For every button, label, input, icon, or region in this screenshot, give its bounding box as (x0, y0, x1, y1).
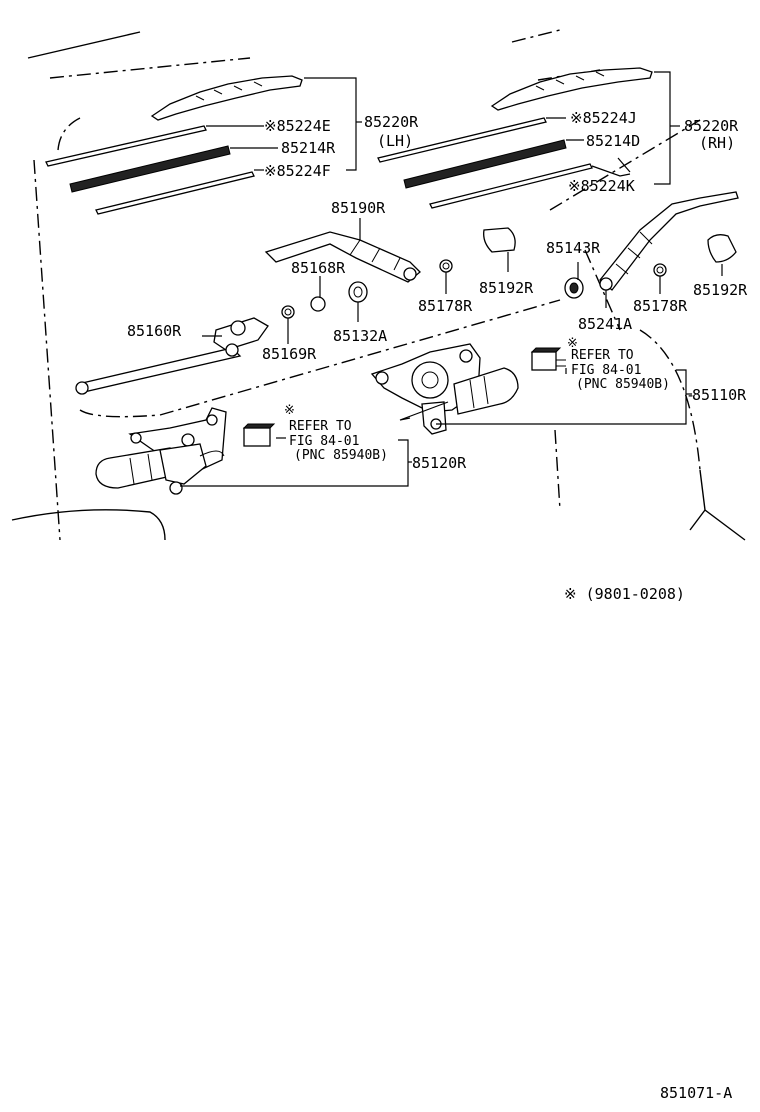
rh-wiper-arm (599, 191, 739, 291)
label-85224j: ※85224J (570, 109, 637, 127)
refer-note-lh-line3: (PNC 85940B) (294, 448, 388, 463)
label-85224e: ※85224E (264, 117, 331, 135)
label-85214d: 85214D (586, 132, 640, 150)
bushing-85132a (348, 281, 368, 303)
label-85241a: 85241A (578, 315, 632, 333)
svg-text:-: - (686, 386, 695, 404)
label-85190r: 85190R (331, 199, 386, 217)
label-85168r: 85168R (291, 259, 346, 277)
cap-85192r-left (483, 227, 516, 253)
label-85220r-lh: 85220R (364, 113, 419, 131)
label-85178r-left: 85178R (418, 297, 473, 315)
label-85132a: 85132A (333, 327, 387, 345)
part-number-labels: ※85224E 85214R ※85224F 85220R (LH) ※8522… (127, 109, 748, 472)
nut-85178r-left (439, 259, 453, 273)
lh-wiper-blade-assembly (45, 75, 303, 215)
label-85169r: 85169R (262, 345, 317, 363)
label-lh: (LH) (377, 132, 413, 150)
rh-motor-assembly (370, 343, 566, 435)
label-85192r-left: 85192R (479, 279, 534, 297)
refer-to-note-lh: ※ REFER TO FIG 84-01 (PNC 85940B) (284, 403, 388, 463)
cap-85192r-right (707, 234, 737, 263)
lh-motor-assembly (95, 407, 276, 495)
wiper-link-rod (75, 317, 269, 395)
label-85110r: 85110R (692, 386, 747, 404)
date-range-note: ※ (9801-0208) (564, 585, 685, 603)
nut-85169r (281, 305, 295, 319)
washer-85168r (310, 296, 326, 312)
label-85178r-right: 85178R (633, 297, 688, 315)
refer-note-rh-line3: (PNC 85940B) (576, 377, 670, 392)
label-85160r: 85160R (127, 322, 182, 340)
refer-note-lh-line1: REFER TO (289, 419, 352, 434)
refer-note-rh-line2: FIG 84-01 (571, 363, 641, 378)
nut-85178r-right (653, 263, 667, 277)
label-85224f: ※85224F (264, 162, 331, 180)
refer-note-lh-line2: FIG 84-01 (289, 434, 359, 449)
label-85220r-rh: 85220R (684, 117, 739, 135)
label-85214r: 85214R (281, 139, 336, 157)
refer-note-lh-mark: ※ (284, 403, 295, 418)
figure-code: 851071-A (660, 1084, 732, 1102)
refer-note-rh-line1: REFER TO (571, 348, 634, 363)
label-85224k: ※85224K (568, 177, 635, 195)
label-85192r-right: 85192R (693, 281, 748, 299)
leader-lines (180, 71, 723, 487)
refer-note-rh-mark: ※ (567, 336, 578, 351)
label-85143r: 85143R (546, 239, 601, 257)
label-rh: (RH) (699, 134, 735, 152)
rh-wiper-blade-assembly (377, 67, 653, 209)
label-85120r: 85120R (412, 454, 467, 472)
refer-to-note-rh: ※ REFER TO FIG 84-01 (PNC 85940B) (567, 336, 670, 392)
lh-wiper-arm (264, 231, 421, 283)
